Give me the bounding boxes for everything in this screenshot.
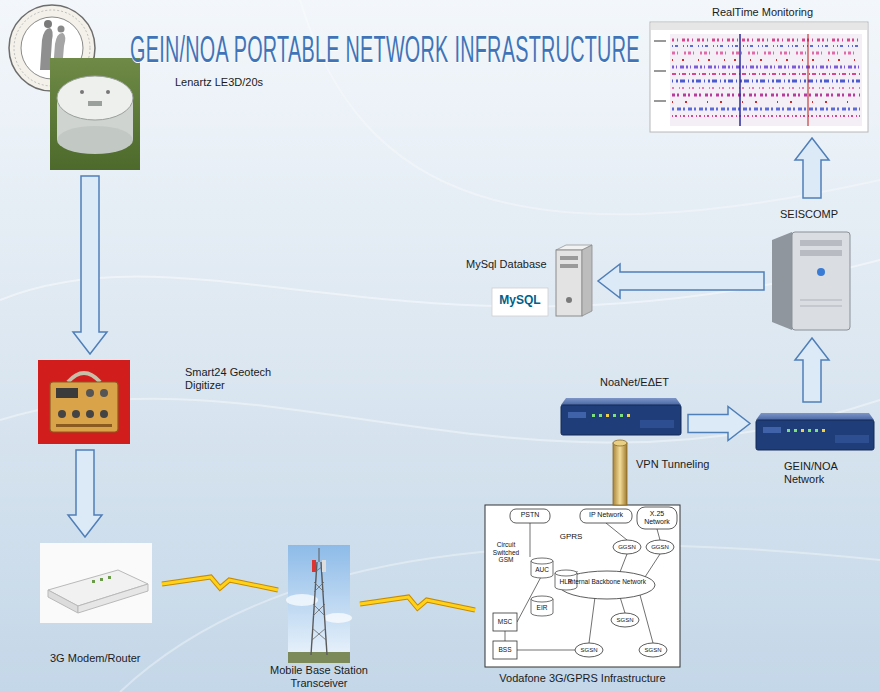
- device-label: 3G Modem/Router: [50, 652, 180, 665]
- database-server-picture: [492, 245, 592, 316]
- digitizer-picture: [38, 360, 130, 444]
- router-picture: [561, 398, 681, 435]
- device-node: NoaNet/ΕΔΕΤ: [560, 393, 682, 439]
- device-node: Mobile Base Station Transceiver: [288, 545, 350, 663]
- device-label: GEIN/NOA Network: [784, 460, 879, 486]
- picture-label: GPRS: [555, 532, 587, 541]
- diagram-title: GEIN/NOA PORTABLE NETWORK INFRASTRUCTURE: [130, 30, 640, 70]
- device-label: RealTime Monitoring: [712, 6, 872, 19]
- flow-arrow: [68, 450, 102, 537]
- flow-arrow: [688, 407, 750, 441]
- picture-label: GGSN: [615, 544, 639, 551]
- picture-label: Internal Backbone Network: [567, 578, 647, 586]
- router-picture: [756, 413, 874, 450]
- flow-arrow: [73, 176, 107, 354]
- base-station-picture: [286, 545, 352, 663]
- picture-label: IP Network: [580, 511, 632, 519]
- edge-label: VPN Tunneling: [634, 458, 711, 471]
- server-picture: [772, 232, 850, 330]
- picture-label: Circuit Switched GSM: [487, 541, 525, 564]
- modem-picture: [40, 543, 152, 623]
- device-label: Mobile Base Station Transceiver: [260, 664, 378, 690]
- picture-label: BSS: [493, 646, 517, 654]
- picture-label: AUC: [531, 566, 553, 574]
- vpn-tunnel: [613, 440, 627, 505]
- device-label: Smart24 Geotech Digitizer: [185, 366, 285, 392]
- picture-label: MSC: [493, 618, 517, 626]
- device-node: GEIN/NOA Network: [756, 408, 874, 454]
- picture-label: SGSN: [641, 647, 665, 654]
- picture-label: SGSN: [613, 617, 637, 624]
- device-node: RealTime Monitoring: [650, 22, 868, 132]
- gprs-network-picture: [485, 505, 680, 667]
- picture-label: MySQL: [492, 294, 548, 307]
- flow-arrow: [795, 138, 829, 198]
- wireless-link: [360, 597, 475, 610]
- device-label: MySql Database: [466, 258, 554, 271]
- device-label: Vodafone 3G/GPRS Infrastructure: [470, 672, 695, 685]
- device-node: Vodafone 3G/GPRS Infrastructure: [485, 505, 680, 667]
- device-node: SEISCOMP: [770, 204, 854, 332]
- monitoring-screenshot: [650, 22, 868, 132]
- flow-arrow: [795, 338, 829, 402]
- picture-label: SGSN: [577, 647, 601, 654]
- device-label: SEISCOMP: [780, 208, 870, 221]
- picture-label: X.25 Network: [637, 510, 677, 526]
- picture-label: PSTN: [510, 511, 550, 519]
- picture-label: GGSN: [648, 544, 672, 551]
- device-label: NoaNet/ΕΔΕΤ: [600, 376, 710, 389]
- flow-arrow: [598, 264, 764, 298]
- wireless-link: [162, 577, 278, 590]
- picture-label: EIR: [531, 604, 553, 612]
- seismometer-picture: [50, 58, 140, 170]
- device-node: Lenartz LE3D/20s: [50, 58, 140, 170]
- device-node: Smart24 Geotech Digitizer: [38, 360, 130, 444]
- device-node: 3G Modem/Router: [40, 543, 152, 623]
- device-label: Lenartz LE3D/20s: [175, 76, 305, 89]
